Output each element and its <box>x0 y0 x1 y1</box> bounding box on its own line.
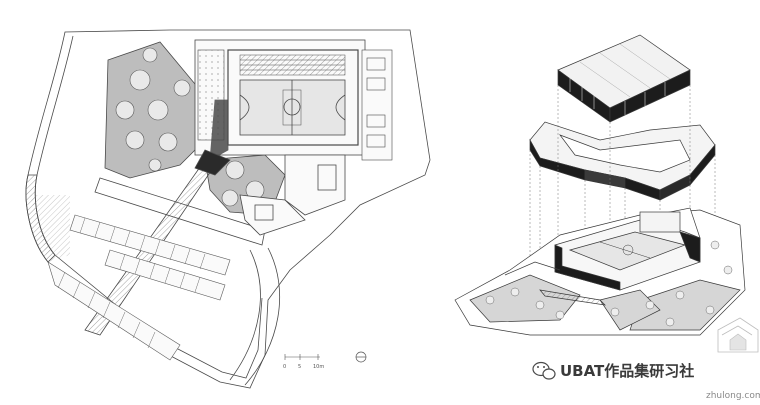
walkway <box>94 177 266 246</box>
bleachers <box>239 54 346 76</box>
trees <box>115 47 265 207</box>
entrance-block <box>284 154 346 216</box>
parking-rows <box>47 214 231 361</box>
north-arrow-icon <box>355 351 367 363</box>
scale-label-5: 5 <box>298 364 301 370</box>
basketball-court <box>239 79 346 136</box>
zhulong-logo-icon <box>717 317 759 353</box>
watermark-brand: UBAT作品集研习社 <box>560 362 694 380</box>
building-inner <box>227 49 359 146</box>
side-rooms <box>197 49 393 161</box>
site-plan <box>25 29 431 389</box>
scale-label-10m: 10m <box>313 364 324 370</box>
parking-stalls <box>57 217 206 349</box>
ramp <box>194 149 231 176</box>
watermark: UBAT作品集研习社 zhulong.com <box>532 317 760 401</box>
hatched-edge-2 <box>30 195 70 262</box>
watermark-site: zhulong.com <box>706 391 760 401</box>
wechat-icon <box>532 361 556 380</box>
middle-ring-level <box>529 121 716 201</box>
roof-volume <box>557 34 691 123</box>
road-curve-2 <box>244 247 280 386</box>
exploded-axonometric <box>454 34 746 336</box>
road-curve <box>229 249 261 381</box>
scale-bar: 0 5 10m <box>283 354 324 370</box>
wing-connector <box>209 99 229 161</box>
scale-label-0: 0 <box>283 364 286 370</box>
ground-level <box>454 207 746 336</box>
